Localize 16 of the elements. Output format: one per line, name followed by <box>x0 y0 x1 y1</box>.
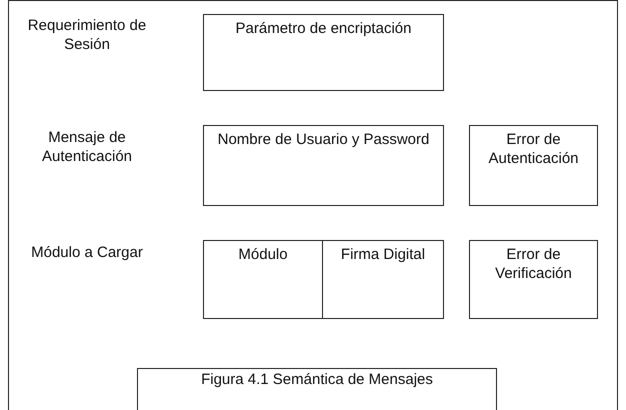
field-label: Parámetro de encriptación <box>234 19 412 38</box>
row-label: Módulo a Cargar <box>30 243 144 262</box>
message-field-box <box>203 240 323 319</box>
field-label: Firma Digital <box>340 245 426 264</box>
message-field-box <box>469 240 598 319</box>
message-field-box <box>322 240 444 319</box>
field-label: Error de Verificación <box>494 245 573 283</box>
figure-caption: Figura 4.1 Semántica de Mensajes <box>137 368 497 410</box>
row-label: Mensaje de Autenticación <box>40 128 134 166</box>
field-label: Error de Autenticación <box>487 130 580 168</box>
field-label: Módulo <box>237 245 289 264</box>
message-field-box <box>469 125 598 206</box>
message-field-box <box>203 14 444 91</box>
message-field-box <box>203 125 444 206</box>
row-label: Requerimiento de Sesión <box>26 16 148 54</box>
field-label: Nombre de Usuario y Password <box>216 130 430 149</box>
